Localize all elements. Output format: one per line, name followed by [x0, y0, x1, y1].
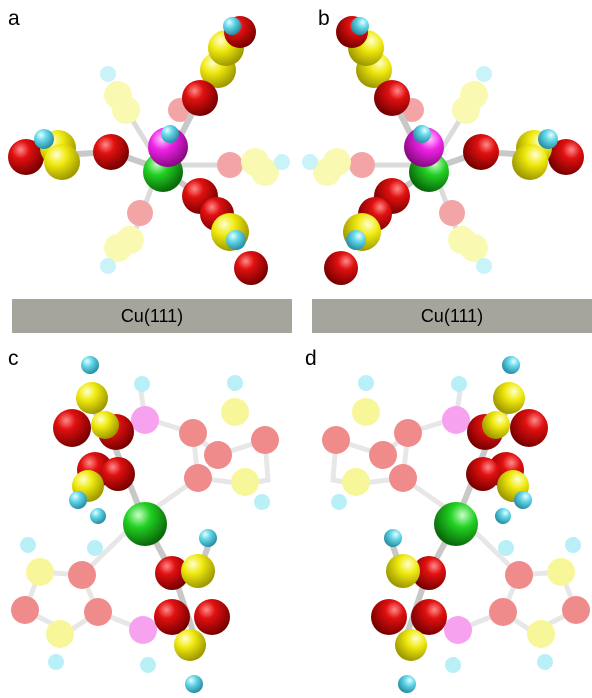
panel-d-structure	[322, 356, 590, 693]
panel-b-structure	[302, 16, 584, 285]
panel-c-structure	[11, 356, 279, 693]
surface-label-left: Cu(111)	[12, 299, 292, 333]
panel-label-b: b	[318, 7, 330, 30]
panel-a-structure	[8, 16, 290, 285]
panel-label-a: a	[8, 7, 20, 30]
panel-label-d: d	[305, 347, 317, 370]
panel-label-c: c	[8, 347, 19, 370]
surface-label-right: Cu(111)	[312, 299, 592, 333]
